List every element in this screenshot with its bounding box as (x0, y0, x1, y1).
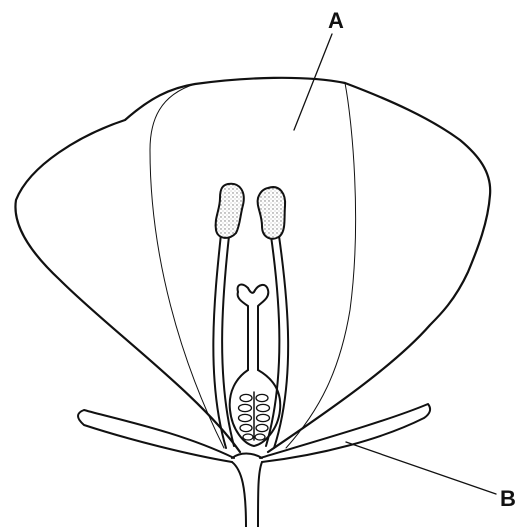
right-filament (274, 236, 288, 448)
outer-petal (15, 78, 490, 452)
right-sepal (260, 404, 430, 462)
left-filament-inner (222, 236, 234, 446)
label-a: A (328, 8, 344, 33)
right-anther (258, 187, 286, 239)
stigma (238, 285, 269, 370)
stalk-right (258, 462, 262, 527)
label-a-pointer (294, 34, 332, 130)
left-anther (216, 184, 244, 238)
left-filament (213, 234, 226, 448)
label-b-pointer (346, 442, 496, 494)
front-petal-right-edge (286, 83, 356, 448)
receptacle (232, 454, 262, 459)
stalk-left (232, 462, 246, 527)
ovary (230, 370, 281, 446)
label-b: B (500, 486, 516, 511)
right-filament-inner (266, 236, 279, 446)
